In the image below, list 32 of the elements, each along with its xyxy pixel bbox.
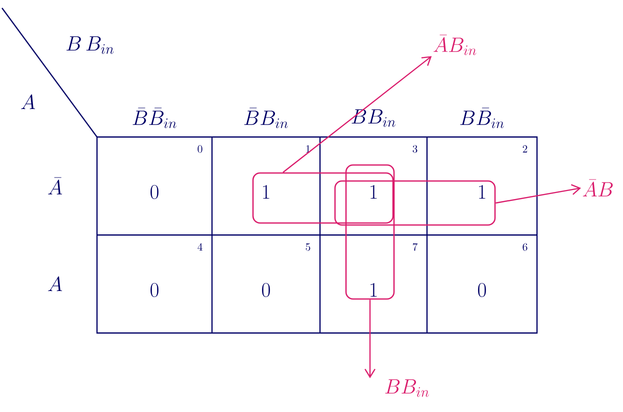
minterm-number: $6$ (522, 243, 528, 251)
minterm-number: $3$ (412, 145, 418, 153)
row-header: $\bar{A}$ (48, 177, 62, 194)
minterm-number: $5$ (306, 243, 310, 251)
row-header: $A$ (48, 276, 62, 292)
cell-value: $0$ (262, 283, 270, 297)
group-loop (334, 180, 496, 226)
minterm-number: $4$ (198, 243, 202, 251)
arrow (496, 184, 582, 204)
minterm-number: $0$ (198, 145, 202, 153)
cell-value: $1$ (263, 185, 270, 199)
cell-value: $1$ (370, 185, 377, 199)
group-loop (345, 164, 395, 300)
cell-value: $0$ (478, 283, 486, 297)
column-header: $\bar{B}\bar{B}_{in}$ (132, 108, 176, 128)
group-label: $\bar{A}B$ (582, 179, 613, 196)
minterm-number: $2$ (522, 145, 528, 153)
arrow (282, 56, 432, 173)
cell-value: $1$ (479, 185, 486, 199)
cell-value: $0$ (150, 283, 158, 297)
group-loop (252, 172, 394, 224)
corner-header: $B\,B_{in}$ (66, 36, 114, 54)
cell-value: $1$ (370, 283, 377, 297)
cell-value: $0$ (150, 185, 158, 199)
arrow (364, 300, 376, 378)
column-header: $\bar{B}B_{in}$ (244, 108, 288, 128)
minterm-number: $7$ (412, 243, 418, 251)
column-header: $B\bar{B}_{in}$ (460, 108, 504, 128)
column-header: $BB_{in}$ (352, 109, 396, 127)
group-label: $BB_{in}$ (385, 379, 429, 397)
group-label: $\bar{A}B_{in}$ (434, 34, 476, 56)
corner-header: $A$ (21, 94, 35, 110)
